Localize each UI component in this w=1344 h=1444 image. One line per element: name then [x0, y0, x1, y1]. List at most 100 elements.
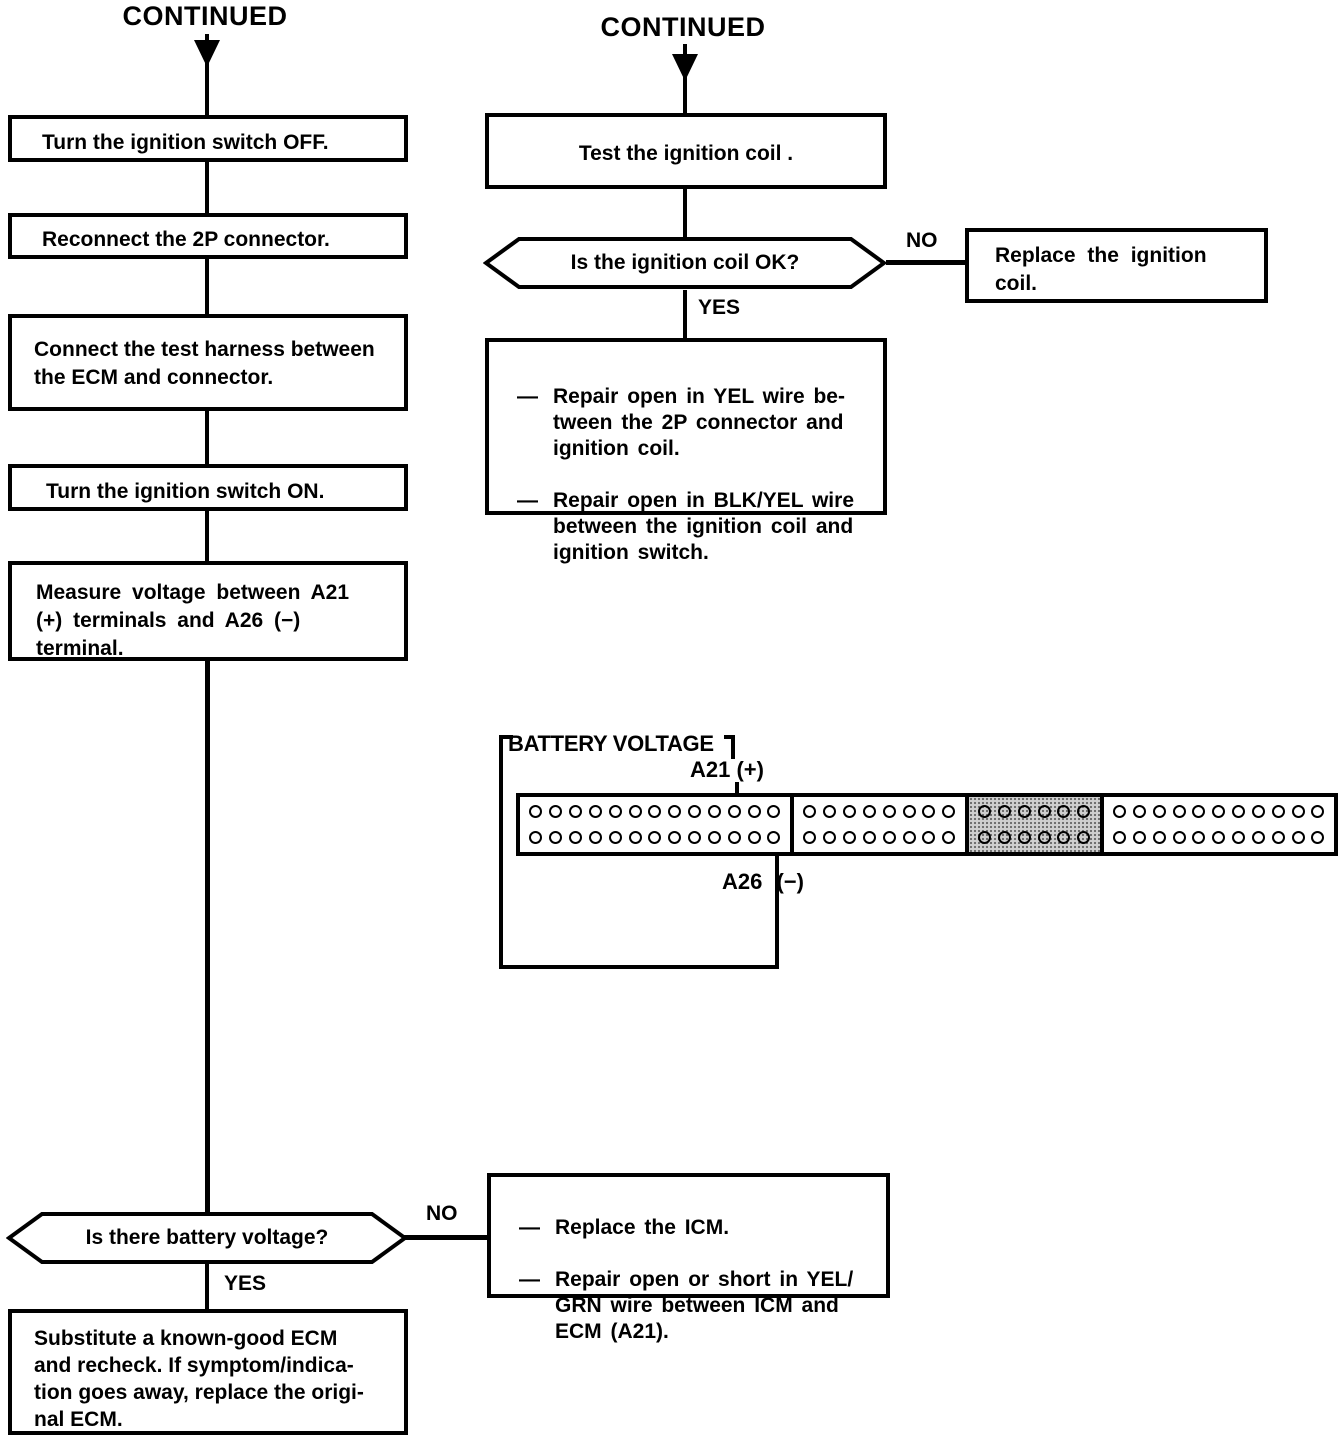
connector-pin — [1132, 831, 1146, 845]
down-arrow-icon — [672, 54, 698, 81]
connector-pin — [942, 804, 956, 818]
connector-section — [789, 797, 965, 852]
connector-pin — [688, 831, 702, 845]
connector-pin — [688, 804, 702, 818]
decision-question: Is there battery voltage? — [85, 1226, 329, 1249]
decision-question: Is the ignition coil OK? — [570, 251, 800, 274]
pin-row-top — [526, 798, 784, 824]
connector-pin — [747, 804, 761, 818]
flow-line — [205, 661, 210, 1212]
connector-pin — [608, 804, 622, 818]
decision-battery-voltage: Is there battery voltage? — [6, 1211, 408, 1265]
connector-pin — [902, 831, 916, 845]
pin-label-a26: A26 (−) — [722, 869, 804, 894]
list-item: — Replace the ICM. — [491, 1215, 886, 1241]
connector-pin — [628, 831, 642, 845]
connector-pin — [628, 804, 642, 818]
connector-pin — [747, 831, 761, 845]
connector-pin — [1291, 831, 1305, 845]
connector-pin — [1192, 804, 1206, 818]
process-box-reconnect-2p: Reconnect the 2P connector. — [8, 213, 408, 259]
flow-line — [683, 189, 687, 238]
yes-branch-label: YES — [698, 296, 741, 319]
battery-voltage-label: BATTERY VOLTAGE — [508, 731, 714, 756]
flow-line-no-branch — [886, 260, 965, 265]
connector-pin — [1113, 831, 1127, 845]
no-branch-label: NO — [906, 229, 938, 252]
connector-pin — [803, 804, 817, 818]
connector-pin — [882, 804, 896, 818]
connector-pin — [1172, 831, 1186, 845]
connector-pin — [1311, 804, 1325, 818]
connector-pin — [823, 831, 837, 845]
flow-line — [205, 1263, 209, 1309]
dash-bullet: — — [519, 1216, 540, 1239]
connector-pin — [1172, 804, 1186, 818]
connector-pin — [1152, 831, 1166, 845]
decision-ignition-coil-ok: Is the ignition coil OK? — [483, 236, 887, 290]
flow-line — [205, 162, 209, 213]
process-box-test-harness: Connect the test harness between the ECM… — [8, 314, 408, 411]
continued-label-left: CONTINUED — [122, 1, 288, 31]
connector-pin — [1251, 804, 1265, 818]
connector-pin — [549, 831, 563, 845]
continued-label-right: CONTINUED — [600, 12, 766, 42]
flow-line-no-branch — [404, 1235, 488, 1240]
connector-pin — [1212, 804, 1226, 818]
flow-line — [205, 411, 209, 464]
connector-pin — [727, 804, 741, 818]
list-item: — Repair open in BLK/YEL wire between th… — [489, 488, 883, 566]
connector-pin — [668, 804, 682, 818]
result-box-substitute-ecm: Substitute a known-good ECM and recheck.… — [8, 1309, 408, 1435]
dash-bullet: — — [517, 385, 538, 408]
connector-pin — [707, 804, 721, 818]
connector-pin — [1057, 804, 1071, 818]
pin-row-bottom — [1110, 825, 1328, 851]
connector-section — [1099, 797, 1334, 852]
connector-pin — [1232, 831, 1246, 845]
connector-pin — [1152, 804, 1166, 818]
process-box-ignition-off: Turn the ignition switch OFF. — [8, 115, 408, 162]
flow-line — [205, 511, 209, 561]
bracket-line — [731, 735, 735, 759]
connector-pin — [529, 804, 543, 818]
connector-pin — [1077, 804, 1091, 818]
pin-row-top — [800, 798, 959, 824]
pin-row-top — [975, 798, 1094, 824]
list-item-text: Repair open or short in YEL/ GRN wire be… — [555, 1268, 854, 1343]
connector-pin — [862, 831, 876, 845]
bracket-line — [724, 735, 735, 739]
yes-branch-label: YES — [224, 1272, 267, 1295]
dash-bullet: — — [517, 489, 538, 512]
pin-row-top — [1110, 798, 1328, 824]
connector-pin — [1251, 831, 1265, 845]
connector-pin — [997, 831, 1011, 845]
process-box-measure-voltage: Measure voltage between A21 (+) terminal… — [8, 561, 408, 661]
list-item-text: Replace the ICM. — [555, 1216, 730, 1239]
connector-pin — [668, 831, 682, 845]
connector-pin — [882, 831, 896, 845]
connector-pin — [1192, 831, 1206, 845]
list-item: — Repair open in YEL wire be- tween the … — [489, 384, 883, 462]
connector-pin — [823, 804, 837, 818]
down-arrow-icon — [194, 40, 220, 67]
connector-pin — [922, 804, 936, 818]
dash-bullet: — — [519, 1268, 540, 1291]
connector-pin — [549, 804, 563, 818]
connector-pin — [902, 804, 916, 818]
connector-pin — [1077, 831, 1091, 845]
pin-row-bottom — [975, 825, 1094, 851]
process-box-ignition-on: Turn the ignition switch ON. — [8, 464, 408, 511]
ecm-connector — [516, 793, 1338, 856]
connector-pin — [997, 804, 1011, 818]
connector-pin — [862, 804, 876, 818]
connector-pin — [727, 831, 741, 845]
list-item: — Repair open or short in YEL/ GRN wire … — [491, 1267, 886, 1345]
connector-pin — [922, 831, 936, 845]
connector-pin — [588, 831, 602, 845]
connector-pin — [1311, 831, 1325, 845]
connector-pin — [569, 804, 583, 818]
flow-line — [683, 290, 687, 338]
connector-pin — [1113, 804, 1127, 818]
